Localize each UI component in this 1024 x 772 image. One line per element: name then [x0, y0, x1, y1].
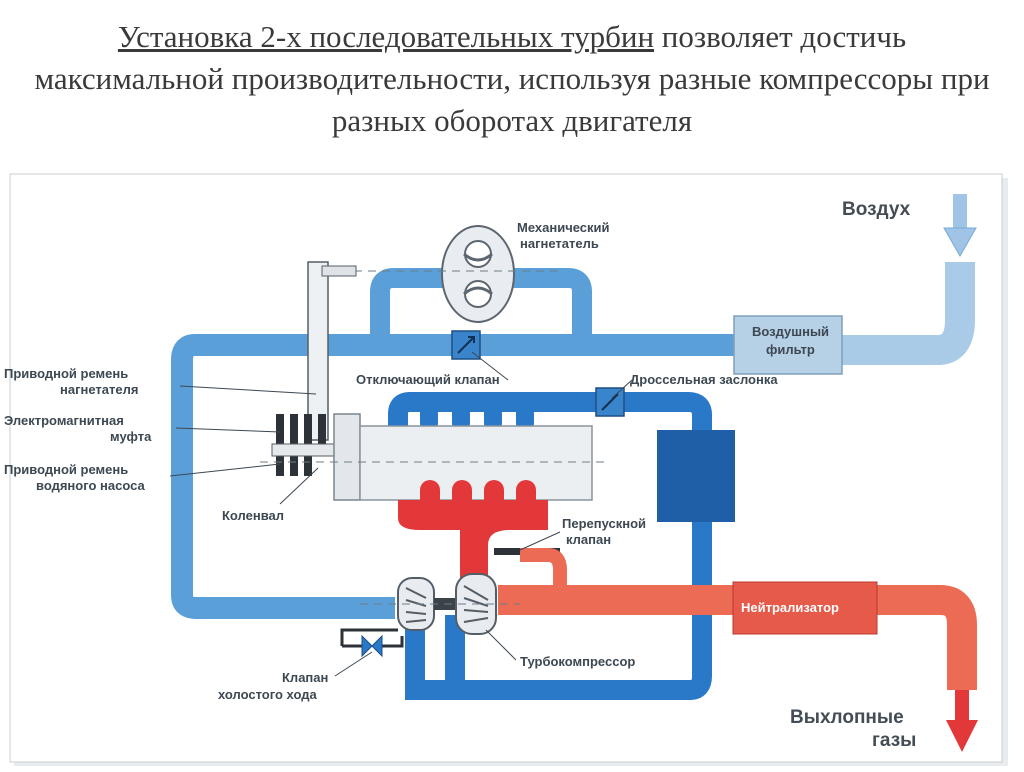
label-bypass-1: Перепускной [562, 516, 646, 531]
label-clutch-2: муфта [110, 429, 152, 444]
label-drive-belt-sc-2: нагнетателя [60, 382, 138, 397]
exhaust-arrow-head [946, 720, 978, 752]
label-exhaust-2: газы [872, 730, 916, 751]
throttle-valve-symbol [601, 393, 619, 411]
pressure-lower-pipe [405, 608, 455, 700]
label-turbocharger: Турбокомпрессор [520, 654, 635, 669]
engine-diagram: Воздух Механический нагнетатель Воздушны… [4, 173, 1008, 766]
label-idle-valve-1: Клапан [282, 670, 328, 685]
supercharger-belt [307, 261, 329, 441]
label-supercharger-2: нагнетатель [520, 236, 599, 251]
label-air-filter-1: Воздушный [752, 324, 829, 339]
label-drive-belt-sc-1: Приводной ремень [4, 366, 128, 381]
label-crankshaft: Коленвал [222, 508, 284, 523]
crankshaft-shaft [271, 443, 343, 457]
label-throttle: Дроссельная заслонка [630, 372, 778, 387]
air-filter-box [733, 315, 843, 375]
intake-main-pipe [171, 334, 738, 619]
label-catalyst: Нейтрализатор [741, 600, 839, 615]
intake-runners [420, 398, 534, 432]
label-exhaust-1: Выхлопные [790, 707, 904, 728]
diagram-frame: Воздух Механический нагнетатель Воздушны… [0, 170, 1024, 767]
title-rest: позволяет достичь максимальной производи… [34, 19, 990, 138]
label-bypass-2: клапан [566, 532, 611, 547]
exhaust-runners [420, 480, 536, 530]
idle-valve-line [340, 628, 398, 646]
bypass-pipe [520, 548, 567, 598]
intercooler-block [657, 430, 735, 522]
pressure-loop-pipe [388, 392, 712, 700]
supercharger-return-pipe [512, 268, 592, 345]
label-supercharger-1: Механический [517, 220, 610, 235]
label-drive-belt-wp-1: Приводной ремень [4, 462, 128, 477]
label-shutoff-valve: Отключающий клапан [356, 372, 500, 387]
shutoff-valve-symbol [457, 336, 475, 354]
label-air-filter-2: фильтр [766, 342, 815, 357]
label-drive-belt-wp-2: водяного насоса [36, 478, 145, 493]
supercharger-feed-pipe [370, 268, 446, 345]
leader-lines [169, 351, 633, 677]
supercharger [441, 225, 515, 323]
slide-title: Установка 2-х последовательных турбин по… [30, 16, 994, 142]
label-idle-valve-2: холостого хода [218, 687, 317, 702]
title-underlined: Установка 2-х последовательных турбин [117, 19, 655, 54]
idle-valve-line2 [342, 636, 404, 648]
catalyst-box [732, 581, 878, 635]
belt-pulley-shaft [321, 265, 357, 277]
exhaust-pipe [498, 585, 977, 690]
engine-block [359, 425, 593, 501]
intake-inlet-pipe [842, 262, 975, 365]
label-clutch-1: Электромагнитная [4, 413, 124, 428]
idle-valve [361, 634, 383, 658]
air-arrow-head [943, 227, 977, 258]
label-air: Воздух [842, 199, 911, 220]
engine-front [333, 413, 361, 501]
